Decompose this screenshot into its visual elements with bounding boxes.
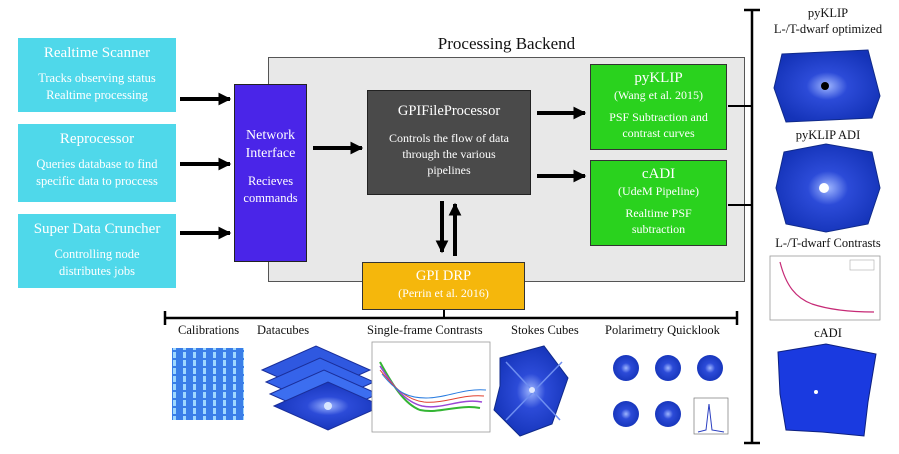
label-datacubes: Datacubes (257, 323, 310, 337)
gpi-file-processor-line-3: pipelines (427, 163, 471, 177)
pyklip-line-2: contrast curves (622, 126, 695, 140)
network-interface-title-2: Interface (245, 146, 296, 161)
network-interface-line-1: Recieves (247, 174, 294, 188)
realtime-scanner-line-2: Realtime processing (46, 88, 148, 102)
label-stokes-cubes: Stokes Cubes (511, 323, 579, 337)
label-pyklip: pyKLIP (807, 6, 849, 20)
label-cadi: cADI (814, 326, 842, 340)
reprocessor-line-1: Queries database to find (36, 157, 158, 171)
network-interface-line-2: commands (243, 191, 298, 205)
gpi-file-processor-line-2: through the various (402, 147, 496, 161)
pyklip-optimized-image (773, 49, 881, 123)
pyklip-adi-image (775, 143, 881, 233)
pyklip-title: pyKLIP (634, 70, 683, 86)
super-data-cruncher-line-2: distributes jobs (58, 264, 136, 278)
realtime-scanner-title: Realtime Scanner (43, 45, 151, 61)
gpi-file-processor-title: GPIFileProcessor (397, 103, 501, 119)
realtime-scanner-line-1: Tracks observing status (38, 71, 156, 85)
cadi-title: cADI (641, 166, 676, 182)
lt-dwarf-contrasts-image (769, 255, 881, 321)
calibrations-image (172, 348, 244, 420)
label-lt-dwarf-contrasts: L-/T-dwarf Contrasts (775, 236, 881, 250)
label-polarimetry-quicklook: Polarimetry Quicklook (605, 323, 720, 337)
reprocessor-title: Reprocessor (59, 131, 135, 147)
pyklip-line-1: PSF Subtraction and (609, 110, 708, 124)
stokes-cubes-image (493, 345, 569, 437)
gpi-file-processor-line-1: Controls the flow of data (389, 131, 509, 145)
super-data-cruncher-box: Super Data Cruncher Controlling node dis… (18, 214, 176, 288)
cadi-line-2: subtraction (631, 222, 686, 236)
datacubes-image (260, 345, 384, 431)
network-interface-box: Network Interface Recieves commands (234, 84, 307, 262)
polarimetry-quicklook-image (604, 340, 734, 440)
label-single-frame-contrasts: Single-frame Contrasts (367, 323, 483, 337)
super-data-cruncher-line-1: Controlling node (54, 247, 140, 261)
reprocessor-box: Reprocessor Queries database to find spe… (18, 124, 176, 202)
cadi-citation: (UdeM Pipeline) (618, 184, 699, 198)
network-interface-title-1: Network (246, 128, 295, 143)
gpi-drp-box: GPI DRP (Perrin et al. 2016) (362, 262, 525, 310)
pyklip-box: pyKLIP (Wang et al. 2015) PSF Subtractio… (590, 64, 727, 150)
label-pyklip-adi: pyKLIP ADI (795, 128, 861, 142)
super-data-cruncher-title: Super Data Cruncher (33, 221, 161, 237)
cadi-line-1: Realtime PSF (625, 206, 692, 220)
label-lt-dwarf-optimized: L-/T-dwarf optimized (773, 22, 883, 36)
gpi-drp-title: GPI DRP (415, 268, 472, 284)
cadi-box: cADI (UdeM Pipeline) Realtime PSF subtra… (590, 160, 727, 246)
label-calibrations: Calibrations (178, 323, 240, 337)
cadi-image (777, 343, 877, 437)
realtime-scanner-box: Realtime Scanner Tracks observing status… (18, 38, 176, 112)
single-frame-contrasts-image (371, 341, 491, 433)
backend-title: Processing Backend (437, 34, 576, 53)
gpi-drp-citation: (Perrin et al. 2016) (398, 286, 489, 300)
reprocessor-line-2: specific data to proccess (36, 174, 158, 188)
pyklip-citation: (Wang et al. 2015) (613, 88, 703, 102)
gpi-file-processor-box: GPIFileProcessor Controls the flow of da… (367, 90, 531, 195)
